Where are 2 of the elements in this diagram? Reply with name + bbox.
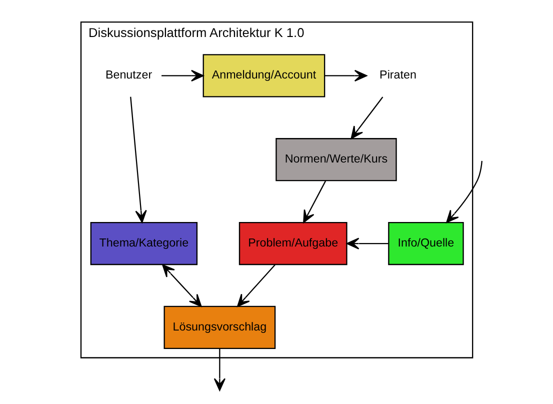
node-text: Benutzer [104,68,152,82]
node-text: Piraten [379,68,416,82]
